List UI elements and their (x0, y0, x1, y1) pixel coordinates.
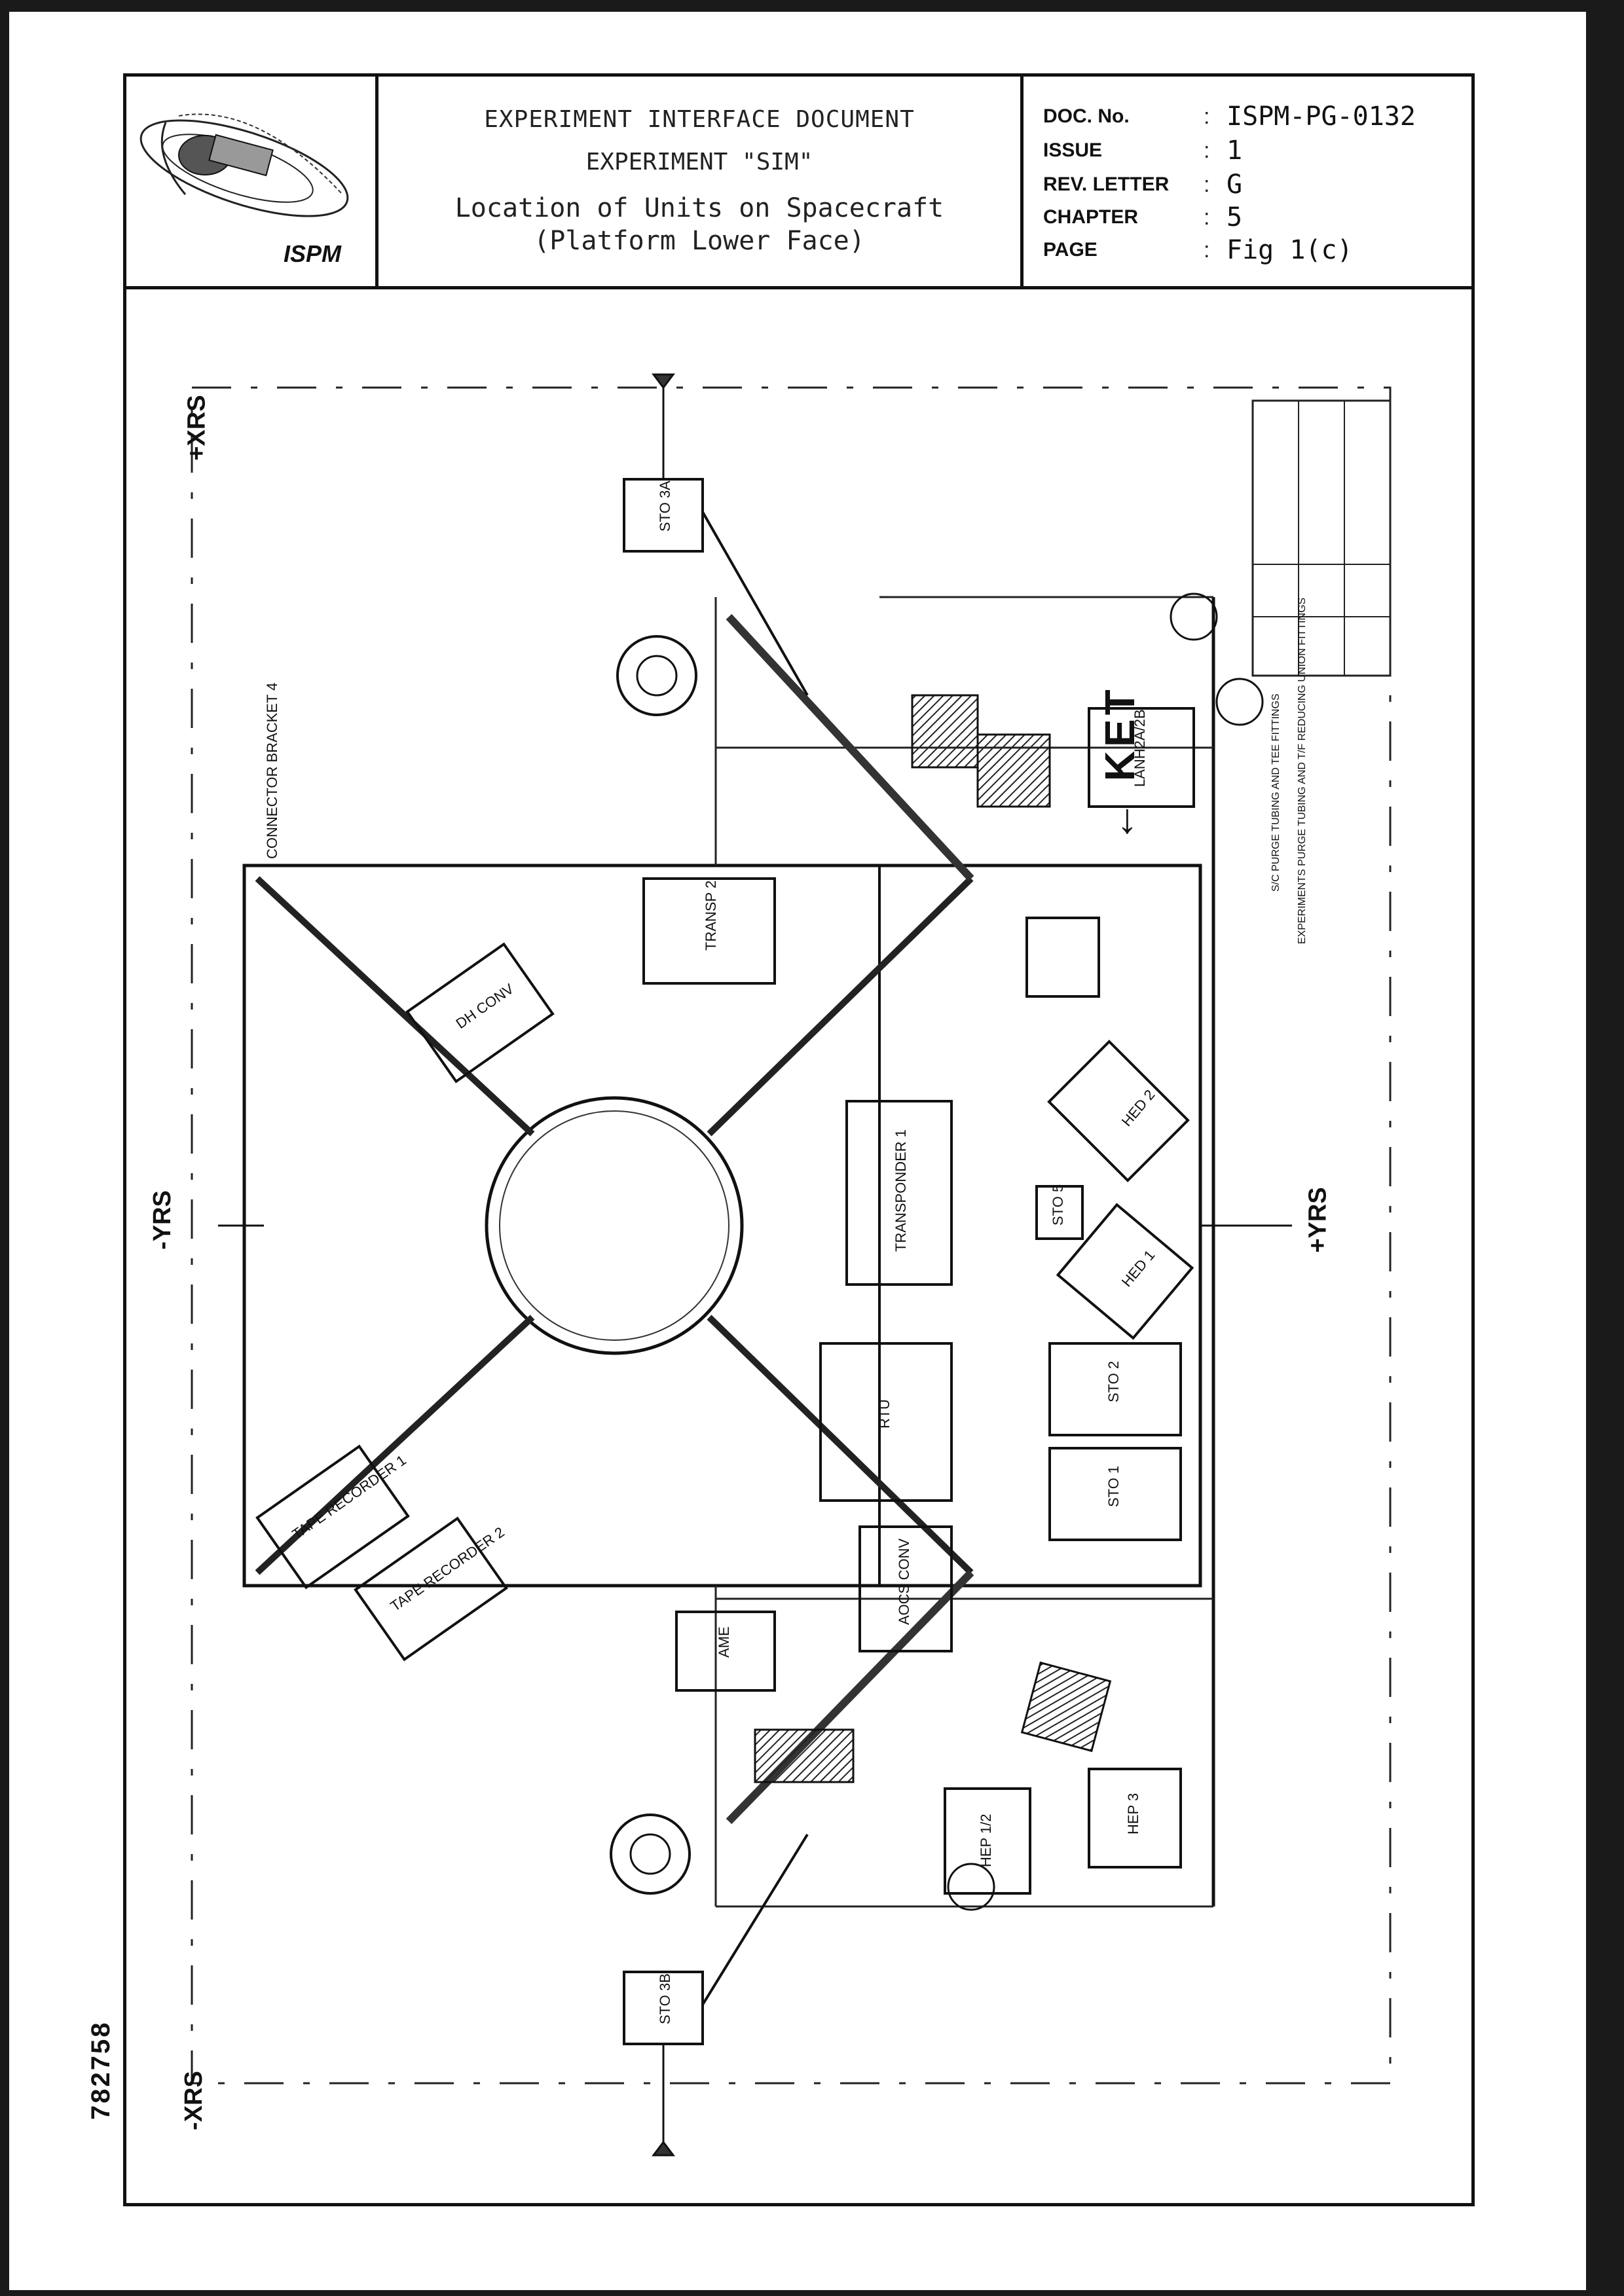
meta-cell: DOC. No. : ISPM-PG-0132 ISSUE : 1 REV. L… (1024, 77, 1471, 286)
envelope-outline (191, 386, 1392, 2085)
label-hed1: HED 1 (1118, 1247, 1158, 1290)
chapter-row: CHAPTER : 5 (1043, 202, 1462, 234)
colon: : (1204, 104, 1210, 129)
label-sto3b: STO 3B (657, 1973, 673, 2024)
thruster-pod-top (616, 635, 697, 716)
label-lanh: LANH2A/2B (1132, 709, 1148, 787)
ket-marker: ← KET (1096, 685, 1143, 843)
document-sheet: ISPM EXPERIMENT INTERFACE DOCUMENT EXPER… (9, 12, 1586, 2290)
hep12-box (944, 1787, 1031, 1895)
issue-value: 1 (1227, 136, 1243, 166)
label-transponder1: TRANSPONDER 1 (893, 1129, 909, 1252)
rev-row: REV. LETTER : G (1043, 170, 1462, 201)
title-block: ISPM EXPERIMENT INTERFACE DOCUMENT EXPER… (126, 77, 1471, 289)
figure-title: Location of Units on Spacecraft (454, 193, 944, 223)
doc-no-value: ISPM-PG-0132 (1227, 101, 1416, 132)
chapter-label: CHAPTER (1043, 206, 1139, 228)
rev-value: G (1227, 170, 1243, 200)
drawing-title-block (1251, 399, 1392, 677)
rev-label: REV. LETTER (1043, 173, 1170, 195)
label-legend2: EXPERIMENTS PURGE TUBING AND T/F REDUCIN… (1297, 598, 1308, 944)
figure-subtitle: (Platform Lower Face) (534, 226, 865, 256)
axis-plus-yrs: +YRS (1304, 1187, 1332, 1253)
ame-box (675, 1611, 776, 1692)
axis-minus-yrs: -YRS (148, 1190, 176, 1250)
logo-cell: ISPM (126, 77, 378, 286)
label-sto3a: STO 3A (657, 481, 673, 532)
label-transp2: TRANSP 2 (703, 881, 719, 951)
label-hep12: HEP 1/2 (978, 1813, 994, 1867)
aocs-conv-box (858, 1525, 953, 1652)
colon: : (1204, 205, 1210, 230)
sto5-box (1035, 1185, 1084, 1240)
colon: : (1204, 238, 1210, 263)
colon: : (1204, 172, 1210, 197)
spacecraft-drawing: STO 3A STO 3B TRANSP 2 TRANSPONDER 1 DH … (126, 289, 1471, 2206)
axis-minus-xrs: -XRS (179, 2071, 208, 2130)
label-legend1: S/C PURGE TUBING AND TEE FITTINGS (1270, 693, 1282, 892)
document-frame: ISPM EXPERIMENT INTERFACE DOCUMENT EXPER… (123, 73, 1475, 2206)
hed2-box (1047, 1040, 1190, 1182)
page-value: Fig 1(c) (1227, 235, 1353, 265)
hatched-unit-3 (1020, 1661, 1112, 1753)
tape-recorder1-box (255, 1444, 410, 1590)
label-dh-conv: DH CONV (453, 980, 517, 1032)
central-cylinder (485, 1096, 744, 1355)
sto2-box (1048, 1342, 1182, 1436)
transp2-box (642, 877, 776, 985)
hatched-unit-4 (754, 1728, 855, 1783)
experiment-title: EXPERIMENT "SIM" (585, 149, 813, 175)
page-label: PAGE (1043, 239, 1098, 261)
label-sto5: STO 5 (1050, 1184, 1066, 1226)
nb1-box (1025, 917, 1100, 998)
page-row: PAGE : Fig 1(c) (1043, 235, 1462, 266)
hep3-box (1088, 1768, 1182, 1868)
label-ame: AME (716, 1626, 732, 1658)
title-cell: EXPERIMENT INTERFACE DOCUMENT EXPERIMENT… (378, 77, 1024, 286)
chapter-value: 5 (1227, 202, 1243, 232)
transponder1-box (845, 1100, 953, 1286)
tape-recorder2-box (354, 1516, 508, 1662)
hatched-unit-2 (976, 733, 1051, 808)
colon: : (1204, 138, 1210, 163)
label-sto1: STO 1 (1105, 1466, 1122, 1507)
rtu-box (819, 1342, 953, 1502)
sto1-box (1048, 1447, 1182, 1541)
hed1-box (1056, 1203, 1194, 1340)
label-sto2: STO 2 (1105, 1361, 1122, 1402)
issue-label: ISSUE (1043, 139, 1103, 161)
ispm-logo-icon (139, 113, 349, 217)
doc-no-row: DOC. No. : ISPM-PG-0132 (1043, 101, 1462, 133)
label-connector-bracket: CONNECTOR BRACKET 4 (264, 683, 280, 859)
doc-no-label: DOC. No. (1043, 105, 1130, 127)
side-reference-number: 782758 (86, 2020, 115, 2120)
dh-conv-box (405, 942, 555, 1084)
lanh-box (1088, 707, 1195, 808)
label-aocs-conv: AOCS CONV (896, 1539, 912, 1625)
platform-drawing: STO 3A STO 3B TRANSP 2 TRANSPONDER 1 DH … (191, 373, 1392, 2157)
hatched-unit-1 (911, 694, 979, 769)
label-hep3: HEP 3 (1125, 1793, 1141, 1834)
document-type-title: EXPERIMENT INTERFACE DOCUMENT (484, 106, 915, 133)
axis-plus-xrs: +XRS (183, 395, 211, 461)
thruster-pod-bottom (610, 1813, 691, 1895)
label-rtu: RTU (876, 1399, 893, 1429)
logo-text: ISPM (284, 240, 342, 267)
issue-row: ISSUE : 1 (1043, 136, 1462, 167)
label-hed2: HED 2 (1118, 1087, 1158, 1130)
